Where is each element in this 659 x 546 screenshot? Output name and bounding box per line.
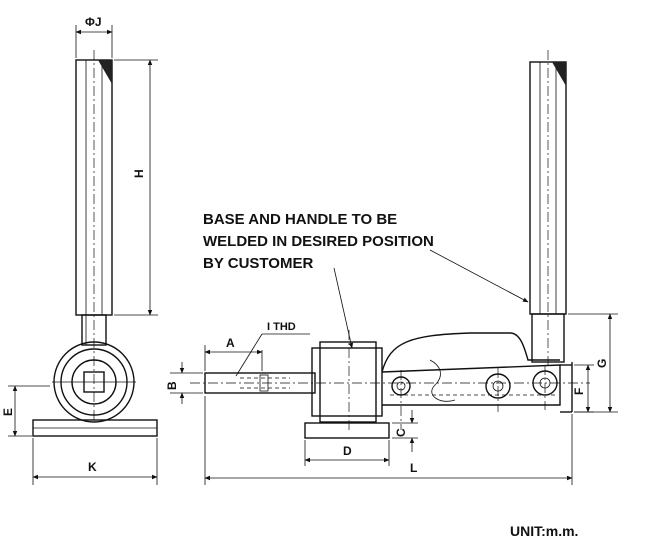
note-line-1: BASE AND HANDLE TO BE [203,211,397,228]
dim-i-label: I THD [267,321,296,333]
dim-d-label: D [343,444,352,458]
unit-label: UNIT:m.m. [510,523,578,539]
grip-hatch [98,60,112,84]
dim-g-label: G [595,359,609,368]
dim-b-label: B [165,381,179,390]
note-line-2: WELDED IN DESIRED POSITION [203,233,434,250]
dim-a-label: A [226,336,235,350]
dim-k-label: K [88,460,97,474]
dim-l-label: L [410,461,417,475]
dim-f-label: F [572,388,586,395]
dim-j-label: ΦJ [85,15,102,29]
dim-h-label: H [132,169,146,178]
grip-hatch-front [552,62,566,86]
note-line-3: BY CUSTOMER [203,255,313,272]
dim-c-label: C [394,428,408,437]
front-view: A I THD B D C L F G [165,50,618,485]
dim-e-label: E [1,408,15,416]
side-view: ΦJ H E K [1,15,158,485]
